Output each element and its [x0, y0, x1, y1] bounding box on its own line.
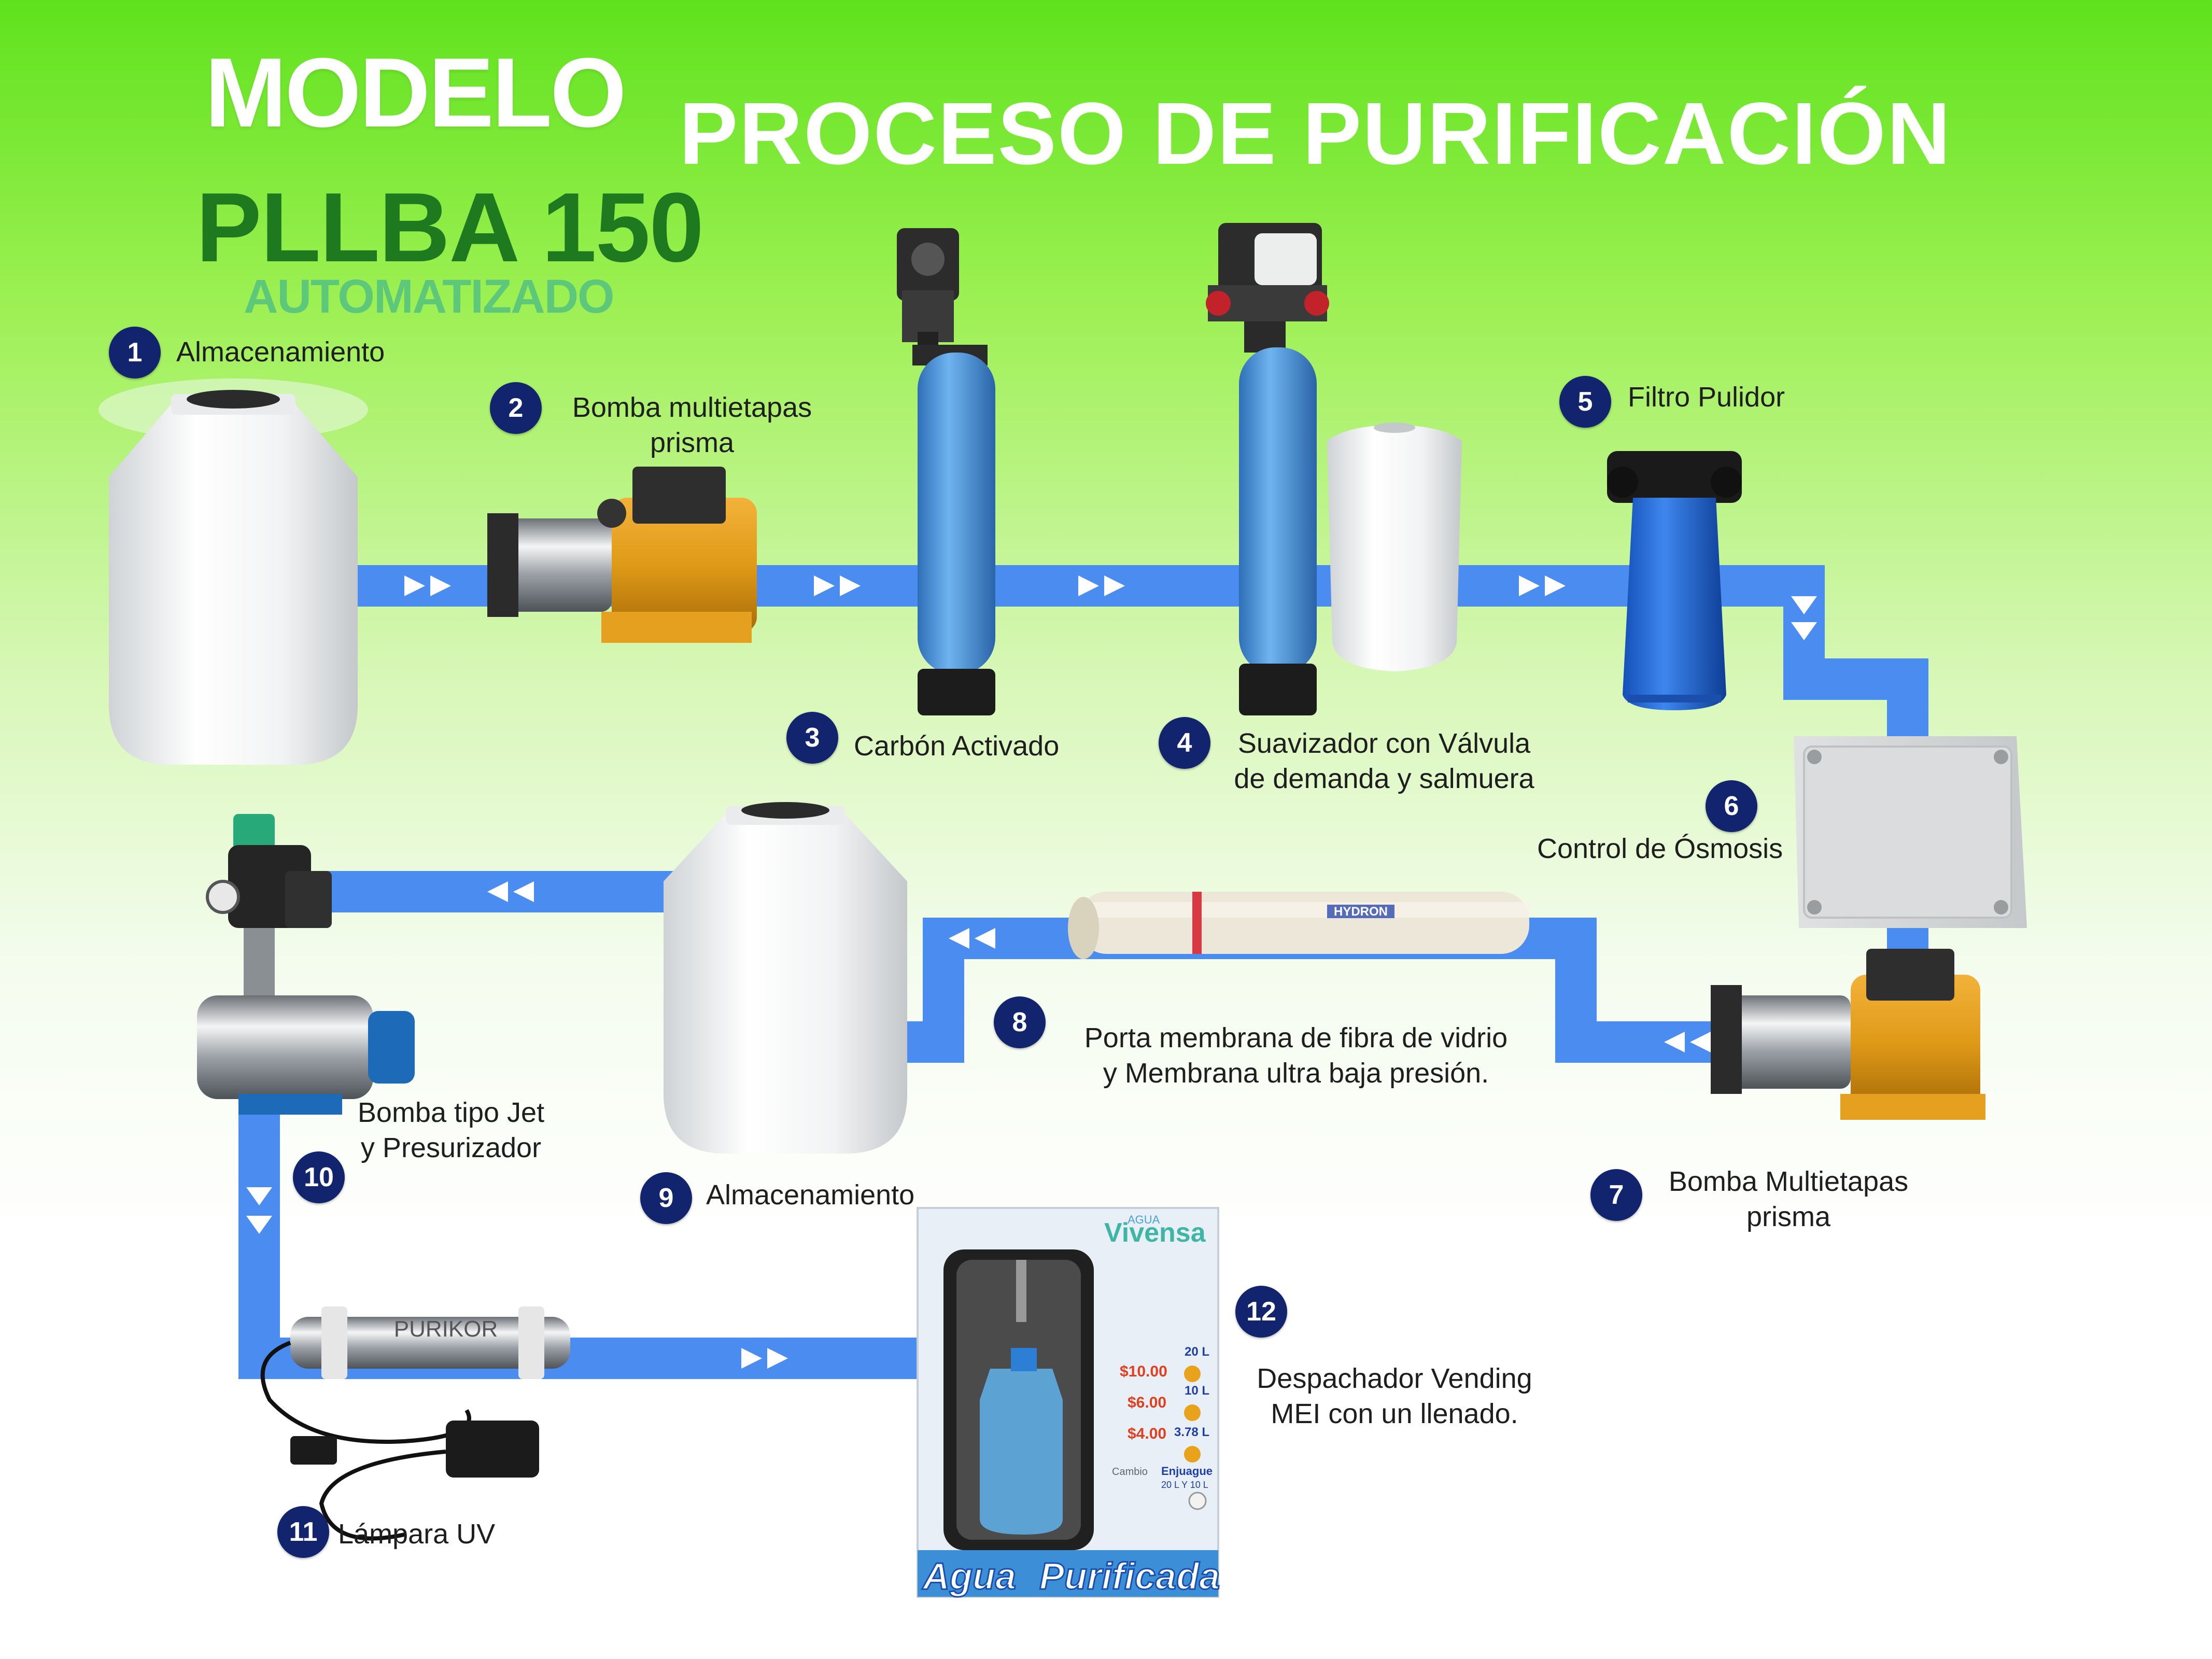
vending-brand-top: AGUA [1128, 1213, 1160, 1226]
vending-bottom-right: Purificada [1039, 1556, 1220, 1597]
uv-brand-text: PURIKOR [394, 1316, 498, 1342]
step-label-9: Almacenamiento [706, 1179, 915, 1211]
step-label-4-line1: Suavizador con Válvula [1237, 728, 1531, 759]
step-label-10-line1: Bomba tipo Jet [357, 1097, 545, 1128]
multistage-pump-icon [487, 467, 757, 643]
step-label-1: Almacenamiento [176, 336, 385, 368]
storage-tank-icon [98, 378, 368, 765]
title-automatizado: AUTOMATIZADO [244, 270, 615, 323]
arrow-left-icon [487, 881, 534, 902]
membrane-brand-text: HYDRON [1334, 905, 1388, 919]
arrow-right-icon [1519, 575, 1566, 596]
uv-lamp-icon: PURIKOR [260, 1306, 570, 1541]
price-20l: $10.00 [1120, 1363, 1167, 1380]
arrow-right-icon [404, 575, 451, 596]
step-label-7: Bomba Multietapas prisma [1649, 1164, 1928, 1234]
step-badge-3: 3 [786, 712, 838, 764]
volume-20l: 20 L [1185, 1345, 1209, 1359]
step-label-10: Bomba tipo Jet y Presurizador [321, 1095, 581, 1165]
step-label-10-line2: y Presurizador [360, 1132, 542, 1163]
arrow-left-icon [949, 928, 995, 949]
step-label-7-line2: prisma [1746, 1201, 1831, 1232]
step-badge-1: 1 [109, 327, 161, 378]
storage-tank-icon [664, 802, 907, 1154]
step-badge-10: 10 [293, 1151, 345, 1203]
water-softener-icon [1206, 223, 1462, 715]
osmosis-control-box-icon [1794, 736, 2027, 928]
step-label-11: Lámpara UV [338, 1519, 496, 1550]
arrow-right-icon [814, 575, 861, 596]
step-label-5: Filtro Pulidor [1628, 382, 1785, 413]
arrow-down-icon [1791, 596, 1817, 640]
step-badge-5: 5 [1559, 376, 1611, 428]
vending-bottom-left: Agua [922, 1556, 1016, 1597]
step-label-2: Bomba multietapas prisma [544, 390, 840, 460]
step-label-12-line1: Despachador Vending [1257, 1363, 1532, 1394]
step-label-8: Porta membrana de fibra de vidrio y Memb… [1058, 1020, 1534, 1091]
jet-pump-icon [197, 814, 415, 1115]
price-3-78l: $4.00 [1128, 1425, 1166, 1442]
step-badge-12: 12 [1235, 1286, 1287, 1338]
polishing-filter-icon [1607, 451, 1742, 710]
step-label-4-line2: de demanda y salmuera [1234, 763, 1534, 794]
vending-brand: Vivensa [1104, 1218, 1206, 1248]
step-badge-4: 4 [1159, 717, 1210, 769]
step-label-2-line2: prisma [650, 427, 735, 458]
price-10l: $6.00 [1128, 1394, 1166, 1411]
step-label-3: Carbón Activado [854, 730, 1060, 762]
title-modelo: MODELO [205, 38, 627, 148]
step-label-8-line2: y Membrana ultra baja presión. [1103, 1058, 1489, 1089]
carbon-filter-icon [897, 228, 995, 715]
arrow-down-icon [246, 1187, 272, 1234]
multistage-pump-icon [1711, 949, 1985, 1120]
step-label-4: Suavizador con Válvula de demanda y salm… [1223, 726, 1545, 796]
rinse-label: Enjuague [1161, 1465, 1213, 1478]
volume-3-78l: 3.78 L [1174, 1425, 1209, 1439]
step-badge-11: 11 [277, 1506, 329, 1558]
step-label-7-line1: Bomba Multietapas [1668, 1166, 1909, 1197]
change-label: Cambio [1112, 1466, 1148, 1478]
step-label-6: Control de Ósmosis [1537, 833, 1783, 864]
step-label-2-line1: Bomba multietapas [572, 392, 812, 423]
step-label-8-line1: Porta membrana de fibra de vidrio [1084, 1022, 1508, 1053]
membrane-housing-icon: HYDRON [1068, 892, 1529, 959]
arrow-right-icon [1078, 575, 1125, 596]
rinse-sub-label: 20 L Y 10 L [1161, 1480, 1208, 1490]
step-label-12-line2: MEI con un llenado. [1271, 1398, 1518, 1429]
step-badge-9: 9 [640, 1172, 692, 1224]
title-model-name: PLLBA 150 [196, 173, 704, 283]
volume-10l: 10 L [1185, 1384, 1209, 1398]
arrow-right-icon [741, 1348, 788, 1369]
title-process: PROCESO DE PURIFICACIÓN [679, 85, 1952, 183]
arrow-left-icon [1664, 1032, 1711, 1052]
step-badge-8: 8 [994, 996, 1046, 1048]
flow-arrows [246, 575, 1817, 1369]
step-badge-6: 6 [1706, 780, 1757, 832]
vending-machine-icon: AGUA Vivensa $10.00 20 L $6.00 10 L $4.0… [917, 1207, 1221, 1598]
step-label-12: Despachador Vending MEI con un llenado. [1234, 1361, 1555, 1431]
step-badge-2: 2 [490, 382, 542, 434]
step-badge-7: 7 [1590, 1169, 1642, 1221]
